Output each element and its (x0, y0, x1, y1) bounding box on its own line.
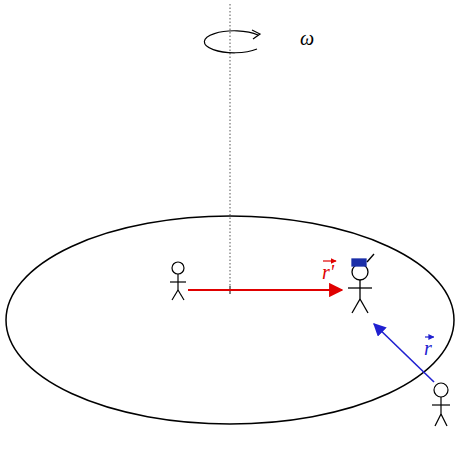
rotation-arrow (204, 31, 258, 53)
disk (6, 216, 454, 424)
capped-figure (348, 254, 374, 313)
relative-position-vector (188, 289, 342, 291)
outside-figure (432, 383, 450, 426)
rotation-arrowhead (252, 30, 260, 39)
vector-label: r' (322, 262, 334, 282)
vector-label: r (424, 338, 432, 358)
angular-velocity-label: ω (300, 28, 314, 48)
position-vector (374, 324, 434, 382)
rotation-axis (230, 4, 231, 286)
observer-figure (170, 262, 186, 300)
